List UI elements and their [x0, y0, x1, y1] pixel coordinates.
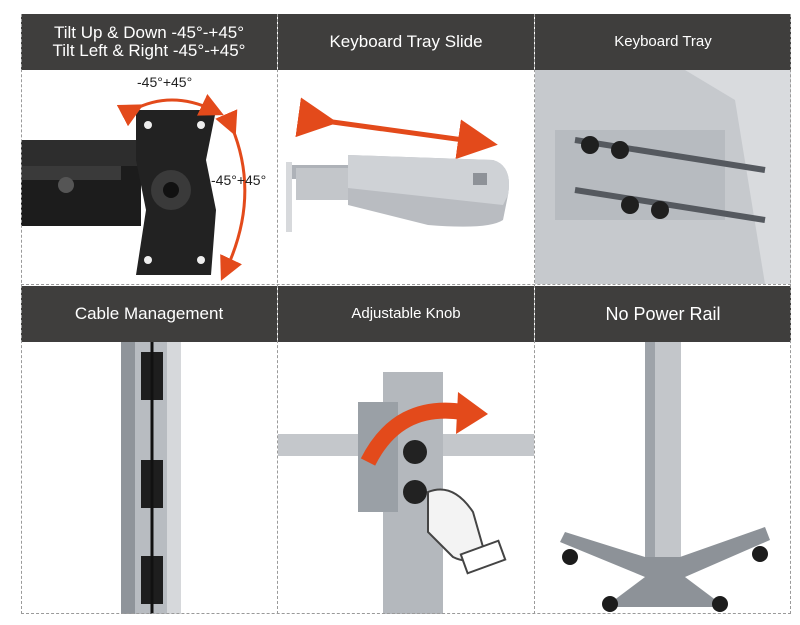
panel-header: Adjustable Knob [278, 286, 534, 342]
panel-tray: Keyboard Tray [535, 14, 791, 284]
divider [790, 14, 791, 614]
panel-title-line-1: Tilt Up & Down -45°-+45° [53, 23, 245, 42]
cable-management-pole-icon [21, 342, 277, 614]
panel-header: No Power Rail [535, 286, 791, 342]
panel-tilt: Tilt Up & Down -45°-+45° Tilt Left & Rig… [21, 14, 277, 284]
panel-title: Keyboard Tray Slide [329, 32, 483, 51]
mobile-stand-base-icon [535, 342, 791, 614]
keyboard-tray-bracket-icon [535, 70, 791, 284]
feature-grid: Tilt Up & Down -45°-+45° Tilt Left & Rig… [21, 14, 791, 614]
divider [21, 613, 791, 614]
panel-header: Keyboard Tray [535, 14, 791, 70]
panel-title: Keyboard Tray [614, 33, 712, 50]
panel-header: Keyboard Tray Slide [278, 14, 534, 70]
divider [277, 14, 278, 614]
panel-knob: Adjustable Knob [278, 286, 534, 614]
divider [534, 14, 535, 614]
panel-title-line-2: Tilt Left & Right -45°-+45° [52, 41, 246, 60]
panel-title: No Power Rail [605, 304, 721, 324]
monitor-mount-tilt-icon: -45°+45° -45°+45° [21, 70, 277, 284]
panel-cable: Cable Management [21, 286, 277, 614]
panel-title: Adjustable Knob [351, 305, 461, 322]
panel-header: Cable Management [21, 286, 277, 342]
panel-header: Tilt Up & Down -45°-+45° Tilt Left & Rig… [21, 14, 277, 70]
panel-rail: No Power Rail [535, 286, 791, 614]
divider [21, 14, 22, 614]
panel-title: Cable Management [74, 304, 224, 323]
panel-tray-slide: Keyboard Tray Slide [278, 14, 534, 284]
divider [21, 284, 791, 285]
adjustable-knob-icon [278, 342, 534, 614]
keyboard-tray-slide-icon [278, 70, 534, 284]
tilt-annotation-top: -45°+45° [137, 74, 193, 90]
tilt-annotation-side: -45°+45° [211, 172, 267, 188]
